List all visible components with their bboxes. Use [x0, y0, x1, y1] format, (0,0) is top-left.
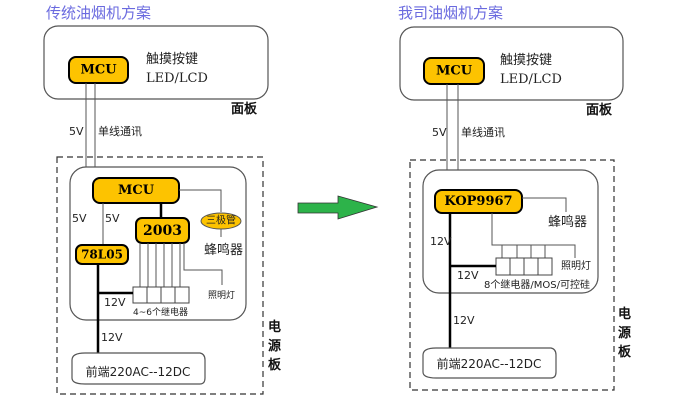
- left-5v-right-label: 5V: [105, 212, 120, 225]
- left-relay-4: [174, 286, 190, 304]
- left-buzzer-label: 蜂鸣器: [204, 242, 243, 258]
- left-panel-label: 面板: [231, 101, 258, 117]
- right-light-label: 照明灯: [561, 260, 591, 272]
- right-board-label-1: 电: [618, 306, 631, 322]
- left-frontend-box: [71, 352, 206, 385]
- left-board-label-2: 源: [268, 338, 281, 354]
- left-panel-mcu-chip: [68, 56, 129, 84]
- right-frontend-label: 前端220AC--12DC: [437, 356, 542, 371]
- right-board-label-2: 源: [618, 325, 631, 341]
- left-link-5v: 5V: [69, 125, 84, 138]
- right-relay-3: [523, 257, 539, 276]
- right-mcu-chip: [434, 189, 523, 214]
- right-mcu-buzzer-line: [522, 197, 567, 212]
- left-title: 传统油烟机方案: [46, 4, 151, 22]
- arrow-right-icon: [297, 195, 379, 220]
- left-link-comm: 单线通讯: [98, 124, 142, 138]
- left-12v-relay-label: 12V: [104, 296, 126, 309]
- left-78l05-chip: [75, 244, 129, 265]
- left-relays-label: 4~6个继电器: [133, 306, 188, 318]
- right-frontend-box: [422, 347, 557, 379]
- left-panel-touch-label: 触摸按键: [146, 52, 198, 67]
- left-light-line: [183, 243, 223, 285]
- left-mcu-transistor-line: [179, 189, 222, 212]
- left-12v-main-label: 12V: [101, 331, 123, 344]
- left-2003-label: 2003: [143, 223, 182, 239]
- left-board-label-1: 电: [268, 319, 281, 335]
- left-mcu-label: MCU: [118, 183, 155, 198]
- right-link-comm: 单线通讯: [461, 125, 505, 139]
- left-5v-left-label: 5V: [72, 212, 87, 225]
- right-mcu-relay-bus: [491, 213, 576, 258]
- left-light-label: 照明灯: [208, 290, 235, 301]
- right-buzzer-label: 蜂鸣器: [548, 214, 587, 230]
- right-12v-main-label: 12V: [453, 314, 475, 327]
- left-2003-chip: [135, 217, 190, 244]
- right-relay-1: [495, 257, 511, 276]
- right-panel-touch-label: 触摸按键: [500, 53, 552, 68]
- right-panel-mcu-label: MCU: [436, 64, 473, 79]
- right-12v-relay-label: 12V: [457, 269, 479, 282]
- left-panel-display-label: LED/LCD: [146, 71, 208, 86]
- right-mcu-label: KOP9967: [444, 194, 512, 209]
- right-title: 我司油烟机方案: [398, 4, 503, 22]
- right-link-5v: 5V: [432, 126, 447, 139]
- right-power-board-dashed: [409, 159, 615, 391]
- right-panel-display-label: LED/LCD: [500, 72, 562, 87]
- right-panel-label: 面板: [586, 102, 613, 118]
- left-78l05-label: 78L05: [81, 248, 123, 262]
- right-12v-left-label: 12V: [430, 235, 452, 248]
- left-relay-3: [160, 286, 176, 304]
- left-power-board-dashed: [56, 156, 264, 395]
- right-panel-mcu-chip: [423, 57, 485, 85]
- right-relays-label: 8个继电器/MOS/可控硅: [484, 278, 590, 291]
- left-board-label-3: 板: [268, 357, 282, 373]
- left-transistor-label: 三极管: [206, 214, 236, 227]
- left-relay-2: [146, 286, 162, 304]
- left-panel-mcu-label: MCU: [80, 63, 117, 78]
- left-frontend-label: 前端220AC--12DC: [86, 364, 191, 379]
- right-relay-2: [509, 257, 525, 276]
- right-board-label-3: 板: [618, 344, 632, 360]
- right-relay-4: [537, 257, 553, 276]
- left-relay-1: [132, 286, 148, 304]
